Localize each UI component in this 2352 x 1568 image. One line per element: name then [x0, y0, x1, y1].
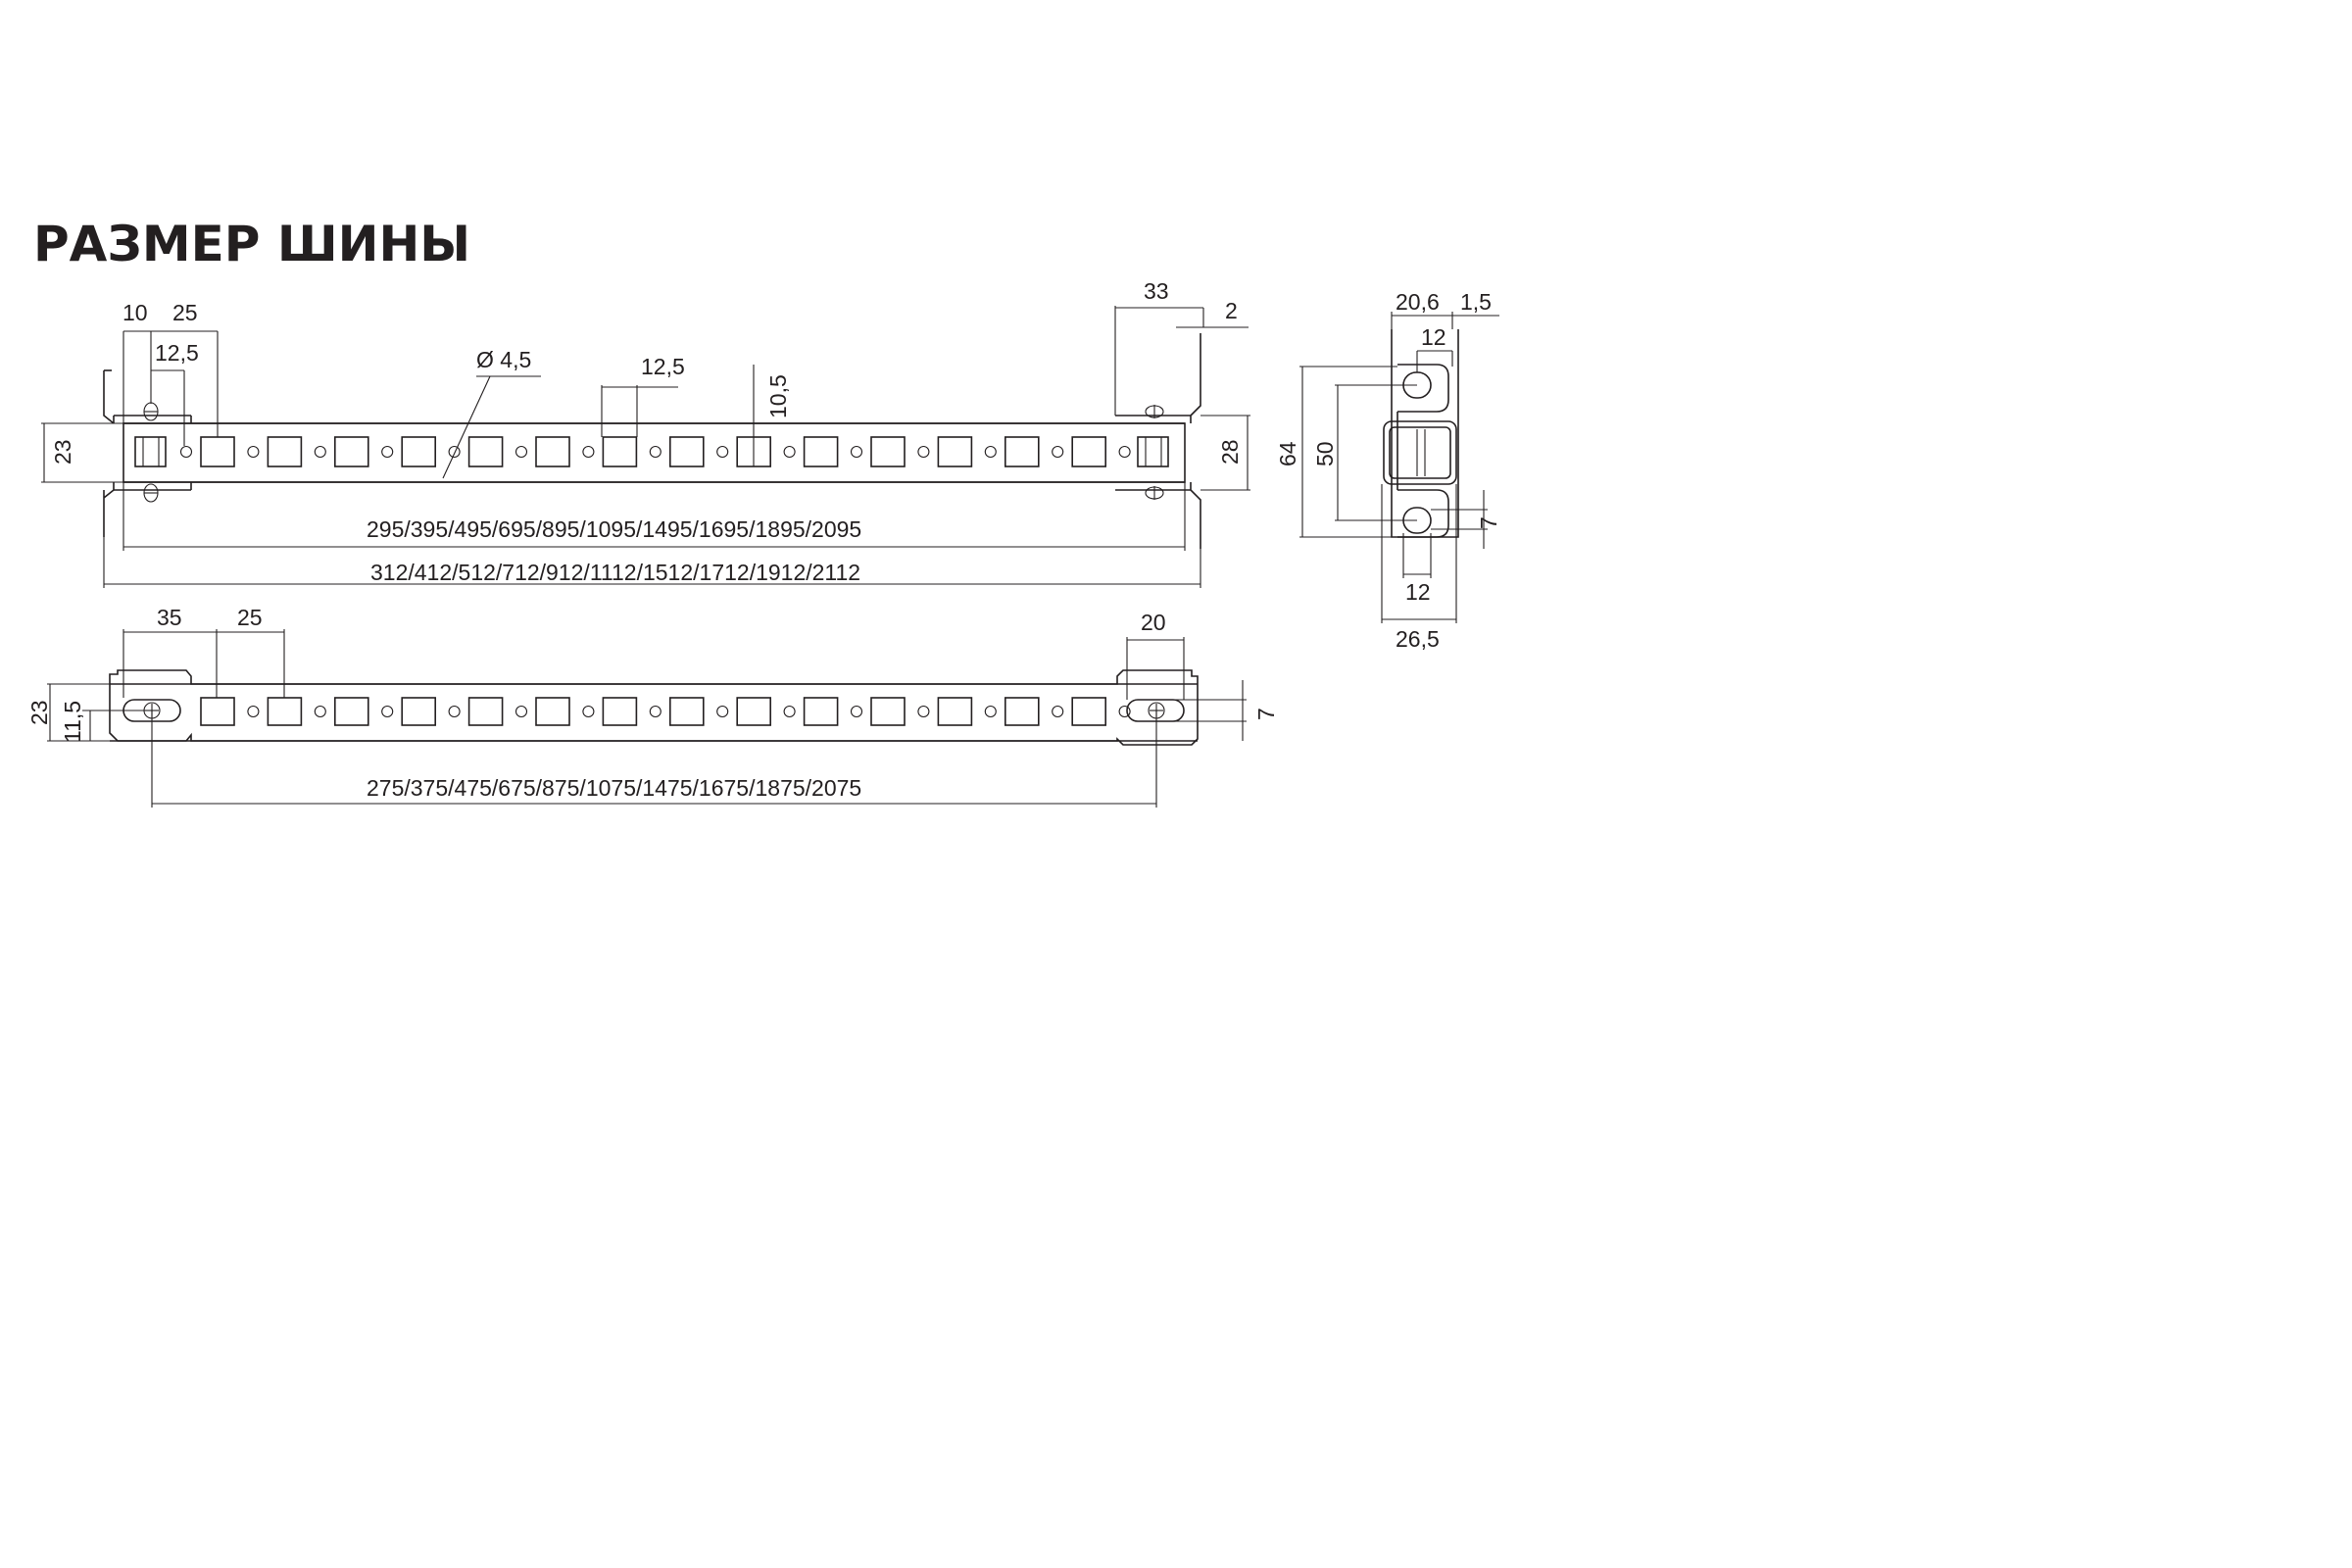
round-hole [716, 705, 729, 718]
bottom-hole-row [200, 697, 1131, 726]
dim-33: 33 [1144, 278, 1169, 304]
bottom-view: 35 25 20 23 11,5 7 275/375/475/675/875/1… [26, 605, 1279, 808]
dim-1-5: 1,5 [1460, 289, 1492, 315]
dim-2: 2 [1225, 298, 1238, 323]
round-hole [917, 705, 930, 718]
dim-20: 20 [1141, 610, 1166, 635]
dim-20-6: 20,6 [1396, 289, 1440, 315]
round-hole [314, 705, 326, 718]
top-bar-body [122, 422, 1186, 483]
bottom-bar-body [109, 669, 1199, 746]
dim-10: 10 [122, 300, 148, 325]
square-hole [401, 436, 437, 467]
square-hole [602, 436, 638, 467]
round-hole [1052, 445, 1064, 459]
round-hole [381, 445, 394, 459]
square-hole [937, 697, 973, 726]
round-hole [582, 445, 595, 459]
round-hole [850, 705, 863, 718]
round-hole [917, 445, 930, 459]
round-hole [179, 445, 193, 459]
dim-12-top: 12 [1421, 324, 1446, 350]
square-hole [200, 697, 235, 726]
round-hole [1118, 445, 1131, 459]
round-hole [984, 445, 997, 459]
dim-28: 28 [1217, 439, 1243, 465]
round-hole [716, 445, 729, 459]
square-hole [803, 436, 839, 467]
dim-12-bottom: 12 [1405, 579, 1431, 605]
dim-35: 35 [157, 605, 182, 630]
square-hole [937, 436, 973, 467]
side-view: 20,6 1,5 12 64 50 7 12 26,5 [1275, 289, 1501, 652]
round-hole [649, 445, 662, 459]
left-bracket [103, 370, 115, 537]
square-hole [1004, 436, 1040, 467]
square-hole [736, 697, 772, 726]
dim-26-5: 26,5 [1396, 626, 1440, 652]
dim-50: 50 [1312, 441, 1338, 466]
square-hole [535, 436, 570, 467]
dim-25-top-left: 25 [172, 300, 198, 325]
square-hole [467, 697, 504, 726]
square-hole [535, 697, 570, 726]
dim-12-5-mid: 12,5 [641, 354, 685, 379]
round-hole [850, 445, 863, 459]
dim-7-bottom: 7 [1253, 708, 1279, 720]
round-hole [448, 705, 461, 718]
square-hole [668, 436, 705, 467]
dim-11-5: 11,5 [60, 701, 85, 743]
dim-23-top-left: 23 [50, 439, 75, 465]
round-hole [649, 705, 662, 718]
square-hole [333, 436, 369, 467]
square-hole [333, 697, 369, 726]
busbar-drawing: 10 25 12,5 Ø 4,5 12,5 10,5 33 2 23 28 [26, 278, 1501, 808]
dim-64: 64 [1275, 441, 1300, 466]
length-outer: 312/412/512/712/912/1112/1512/1712/1912/… [370, 560, 860, 585]
top-hole-row [179, 436, 1131, 467]
round-hole [514, 705, 528, 718]
top-view: 10 25 12,5 Ø 4,5 12,5 10,5 33 2 23 28 [41, 278, 1250, 588]
square-hole [1071, 697, 1106, 726]
round-hole [247, 705, 260, 718]
dim-10-5: 10,5 [765, 374, 791, 418]
round-hole [1052, 705, 1064, 718]
round-hole [1118, 705, 1131, 718]
square-hole [1004, 697, 1040, 726]
length-inner: 295/395/495/695/895/1095/1495/1695/1895/… [367, 516, 861, 542]
round-hole [783, 445, 796, 459]
bottom-slot-right [1126, 699, 1185, 722]
dim-hole-diameter: Ø 4,5 [476, 347, 531, 372]
square-hole [870, 436, 906, 467]
square-hole [267, 436, 303, 467]
round-hole [783, 705, 796, 718]
dim-25-bottom: 25 [237, 605, 263, 630]
square-hole [602, 697, 638, 726]
dim-12-5-left: 12,5 [155, 340, 199, 366]
round-hole [514, 445, 528, 459]
round-hole [314, 445, 326, 459]
round-hole [381, 705, 394, 718]
square-hole [870, 697, 906, 726]
square-hole [401, 697, 437, 726]
square-hole [803, 697, 839, 726]
right-slot-holes [1145, 405, 1164, 500]
square-hole [467, 436, 504, 467]
square-hole [1071, 436, 1106, 467]
dim-7-side: 7 [1476, 516, 1501, 529]
right-bracket [1115, 333, 1201, 549]
page-title: РАЗМЕР ШИНЫ [33, 216, 471, 272]
round-hole [582, 705, 595, 718]
dim-23-bottom: 23 [26, 700, 52, 725]
round-hole [247, 445, 260, 459]
round-hole [448, 445, 461, 459]
length-mount: 275/375/475/675/875/1075/1475/1675/1875/… [367, 775, 861, 801]
square-hole [668, 697, 705, 726]
round-hole [984, 705, 997, 718]
